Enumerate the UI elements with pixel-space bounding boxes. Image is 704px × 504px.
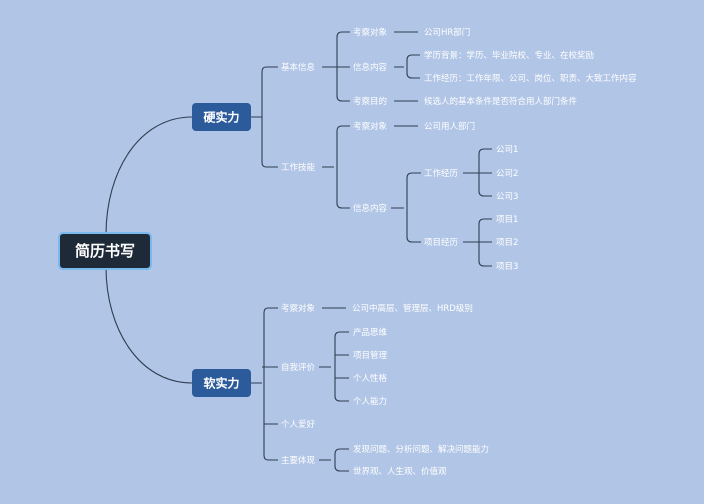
node-project-item[interactable]: 项目2	[496, 238, 518, 248]
node-project-item[interactable]: 项目1	[496, 215, 518, 225]
node-skill-target-value[interactable]: 公司用人部门	[424, 121, 475, 132]
node-basic-info[interactable]: 基本信息	[281, 62, 316, 73]
node-self-item[interactable]: 个人能力	[353, 396, 387, 407]
branch-hard-label: 硬实力	[203, 110, 239, 125]
node-basic-target[interactable]: 考察对象	[353, 27, 388, 38]
node-skill-content[interactable]: 信息内容	[353, 203, 388, 214]
node-main-item[interactable]: 世界观、人生观、价值观	[353, 466, 447, 477]
node-basic-content-item[interactable]: 学历背景：学历、毕业院校、专业、在校奖励	[424, 50, 594, 61]
connector-self-items	[319, 331, 349, 402]
root-node[interactable]: 简历书写	[58, 232, 152, 270]
connector-root-soft	[105, 266, 193, 384]
node-self-item[interactable]: 个人性格	[353, 373, 388, 384]
node-self-item[interactable]: 产品思维	[353, 327, 388, 338]
node-skill-target[interactable]: 考察对象	[353, 121, 388, 132]
connector-skill-group	[322, 125, 350, 209]
root-node-label: 简历书写	[75, 242, 135, 260]
node-soft-target-value[interactable]: 公司中高层、管理层、HRD级别	[352, 303, 473, 314]
node-company-item[interactable]: 公司2	[496, 169, 518, 179]
node-work-experience[interactable]: 工作经历	[424, 168, 459, 179]
connector-root-hard	[105, 116, 193, 236]
branch-hard[interactable]: 硬实力	[192, 103, 251, 131]
branch-soft[interactable]: 软实力	[192, 369, 251, 397]
node-project-item[interactable]: 项目3	[496, 262, 518, 272]
connector-basic-content-items	[394, 54, 420, 79]
node-main-item[interactable]: 发现问题、分析问题、解决问题能力	[353, 444, 489, 455]
node-main-reflection[interactable]: 主要体现	[281, 455, 316, 466]
node-basic-content[interactable]: 信息内容	[353, 62, 388, 73]
branch-soft-box	[192, 369, 251, 397]
connector-project-items	[463, 218, 492, 267]
connector-main-items	[319, 448, 349, 472]
branch-hard-box	[192, 103, 251, 131]
node-self-evaluation[interactable]: 自我评价	[281, 362, 316, 373]
node-company-item[interactable]: 公司1	[496, 145, 518, 155]
branch-soft-label: 软实力	[203, 376, 239, 391]
node-basic-purpose[interactable]: 考察目的	[353, 96, 387, 107]
connector-skill-content	[391, 172, 421, 243]
node-work-skill[interactable]: 工作技能	[281, 162, 316, 173]
root-node-box	[58, 232, 152, 270]
node-basic-content-item[interactable]: 工作经历：工作年限、公司、岗位、职责、大致工作内容	[424, 73, 637, 84]
connector-work-items	[463, 148, 492, 197]
node-project-experience[interactable]: 项目经历	[424, 237, 459, 248]
node-basic-target-value[interactable]: 公司HR部门	[424, 27, 470, 38]
connector-basic-group	[322, 31, 350, 102]
node-hobby[interactable]: 个人爱好	[281, 419, 316, 430]
connector-soft-group	[251, 307, 278, 461]
connector-hard-group	[251, 66, 278, 168]
node-company-item[interactable]: 公司3	[496, 192, 518, 202]
node-basic-purpose-value[interactable]: 候选人的基本条件是否符合用人部门条件	[424, 96, 578, 107]
node-soft-target[interactable]: 考察对象	[281, 303, 316, 314]
node-self-item[interactable]: 项目管理	[353, 350, 388, 361]
